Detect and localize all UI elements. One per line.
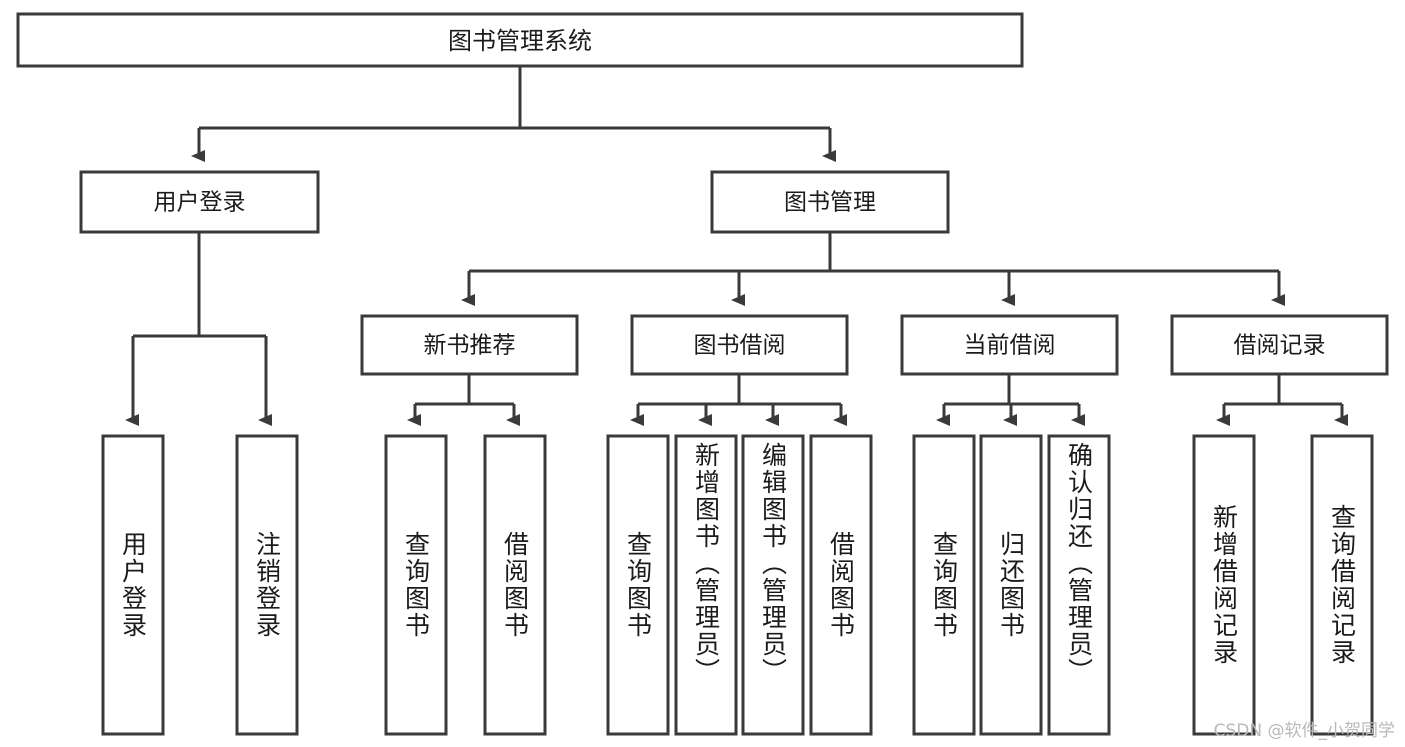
node-leaf-confirm-return-box[interactable]: [1047, 434, 1111, 736]
node-current-borrow-box[interactable]: [900, 314, 1119, 376]
node-user-login-label: 用户登录: [154, 190, 246, 216]
node-borrow-record-label: 借阅记录: [1234, 333, 1326, 359]
node-book-borrow-box[interactable]: [630, 314, 849, 376]
node-leaf-edit-book-box[interactable]: [741, 434, 805, 736]
node-new-book-recommend-box[interactable]: [360, 314, 579, 376]
node-book-borrow-label: 图书借阅: [694, 333, 786, 359]
node-current-borrow-label: 当前借阅: [964, 333, 1056, 359]
node-root-box[interactable]: [16, 12, 1024, 68]
node-leaf-borrow-book-2-box[interactable]: [809, 434, 873, 736]
node-root-label: 图书管理系统: [448, 27, 592, 55]
node-leaf-query-book-1-box[interactable]: [384, 434, 448, 736]
node-leaf-user-login-box[interactable]: [101, 434, 165, 736]
node-leaf-add-book-box[interactable]: [674, 434, 738, 736]
node-leaf-add-record-box[interactable]: [1192, 434, 1256, 736]
node-leaf-query-book-3-box[interactable]: [912, 434, 976, 736]
node-leaf-logout-box[interactable]: [235, 434, 299, 736]
node-leaf-return-book-box[interactable]: [979, 434, 1043, 736]
node-new-book-recommend-label: 新书推荐: [424, 333, 516, 359]
node-leaf-query-record-box[interactable]: [1310, 434, 1374, 736]
node-leaf-borrow-book-1-box[interactable]: [483, 434, 547, 736]
node-book-management-label: 图书管理: [784, 190, 876, 216]
node-borrow-record-box[interactable]: [1170, 314, 1389, 376]
node-book-management-box[interactable]: [710, 170, 950, 234]
node-leaf-query-book-2-box[interactable]: [606, 434, 670, 736]
